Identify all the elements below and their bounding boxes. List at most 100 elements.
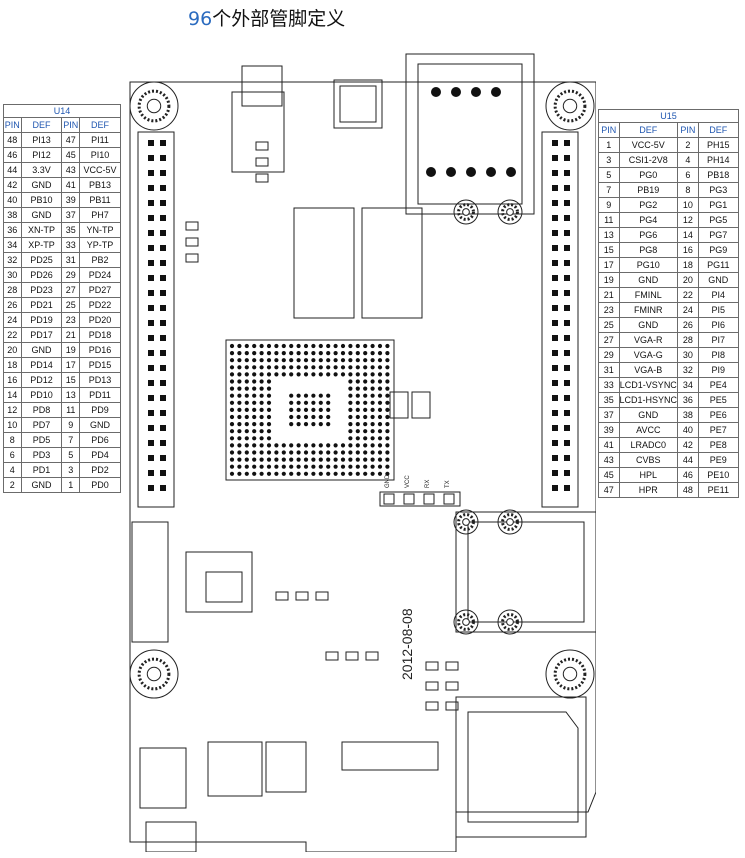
header-u15-pin (552, 185, 558, 191)
u14-pin-def: PD6 (79, 432, 121, 448)
u14-pin-def: GND (79, 417, 121, 433)
power-jack (139, 747, 187, 809)
bga-ball (355, 407, 360, 412)
bga-ball (340, 365, 346, 370)
bga-ball (318, 464, 323, 469)
serial-header-pin (423, 493, 435, 505)
bga-ball (303, 407, 309, 412)
header-u15-pin (564, 275, 570, 281)
header-u15-pin (552, 485, 558, 491)
header-u14-pin (160, 365, 166, 371)
bga-ball (281, 471, 286, 476)
u14-pin-number: 20 (3, 342, 22, 358)
bga-ball (377, 400, 383, 405)
bga-ball (296, 407, 301, 412)
bga-ball (266, 414, 272, 420)
bga-ball (274, 372, 279, 377)
u14-pin-number: 26 (3, 297, 22, 313)
header-u15-pin (564, 335, 570, 341)
bga-ball (385, 422, 390, 427)
bga-ball (377, 358, 383, 363)
bga-ball (296, 400, 301, 405)
mounting-hole-center (146, 666, 162, 682)
u15-pin-def: PI4 (697, 287, 740, 303)
u14-pin-number: 33 (61, 237, 81, 253)
ethernet-pin (486, 167, 496, 177)
u15-header-def: DEF (618, 122, 679, 138)
bga-ball (385, 379, 390, 384)
bga-ball (363, 372, 368, 377)
bga-ball (252, 365, 257, 370)
header-u14-pin (160, 320, 166, 326)
bga-ball (229, 379, 235, 384)
u14-pin-number: 21 (61, 327, 81, 343)
header-u14-pin (160, 155, 166, 161)
bga-ball (266, 443, 272, 448)
bga-ball (355, 358, 360, 363)
bga-ball (252, 464, 257, 469)
u15-pin-def: VGA-R (618, 332, 679, 348)
u14-pin-def: PD22 (79, 297, 121, 313)
bga-ball (274, 471, 279, 476)
u14-pin-number: 3 (61, 462, 81, 478)
header-u14-pin (160, 275, 166, 281)
ethernet-pin (451, 87, 461, 97)
header-u15-pin (564, 170, 570, 176)
u15-pin-number: 2 (677, 137, 699, 153)
u14-pin-def: PD13 (79, 372, 121, 388)
bga-ball (385, 372, 390, 377)
u14-pin-def: PD8 (20, 402, 63, 418)
bga-ball (237, 379, 242, 384)
u15-pin-number: 14 (677, 227, 699, 243)
u14-pin-def: PD11 (79, 387, 121, 403)
bga-ball (296, 414, 301, 420)
header-u15-pin (564, 260, 570, 266)
u15-pin-number: 34 (677, 377, 699, 393)
u15-header-def: DEF (697, 122, 740, 138)
bga-ball (252, 407, 257, 412)
bga-ball (318, 365, 323, 370)
smd-pad (365, 651, 379, 661)
u14-pin-def: PD18 (79, 327, 121, 343)
u14-pin-def: PB10 (20, 192, 63, 208)
bga-ball (385, 400, 390, 405)
u15-pin-number: 36 (677, 392, 699, 408)
bga-ball (355, 386, 360, 391)
header-u15-pin (552, 290, 558, 296)
header-u15-pin (564, 470, 570, 476)
u15-pin-def: PG8 (618, 242, 679, 258)
bga-ball (281, 343, 286, 349)
bga-ball (259, 358, 264, 363)
bga-ball (281, 365, 286, 370)
header-u14-pin (160, 305, 166, 311)
bga-ball (252, 436, 257, 441)
bga-ball (363, 358, 368, 363)
header-u14-pin (160, 350, 166, 356)
smd-pad (295, 591, 309, 601)
header-u15 (541, 131, 579, 508)
u14-pin-number: 25 (61, 297, 81, 313)
serial-label-vcc: VCC (405, 475, 411, 488)
bga-ball (355, 464, 360, 469)
header-u14-pin (148, 260, 154, 266)
bga-ball (252, 414, 257, 420)
u14-pin-def: 3.3V (20, 162, 63, 178)
bga-ball (370, 407, 375, 412)
u14-pin-number: 8 (3, 432, 22, 448)
u14-pin-def: PD9 (79, 402, 121, 418)
u15-pin-number: 20 (677, 272, 699, 288)
bga-ball (318, 422, 323, 427)
u14-pin-def: PD25 (20, 252, 63, 268)
bga-ball (237, 414, 242, 420)
bga-ball (311, 407, 316, 412)
bga-ball (244, 400, 249, 405)
u15-pin-def: PG2 (618, 197, 679, 213)
bga-ball (348, 422, 353, 427)
bga-ball (229, 464, 235, 469)
bga-ball (274, 464, 279, 469)
